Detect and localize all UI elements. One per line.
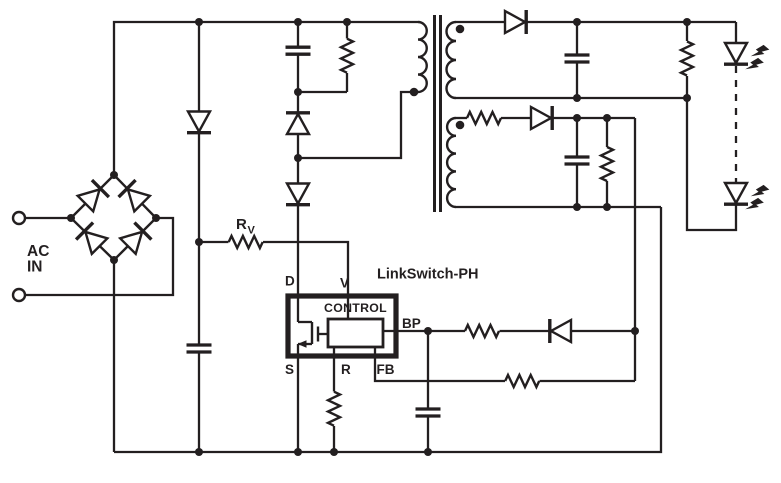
pin-label-s: S — [285, 362, 294, 377]
pin-label-fb: FB — [377, 362, 395, 377]
bus-series-diode — [185, 109, 213, 135]
output-rectifier-diode — [503, 8, 528, 36]
clamp-capacitor — [283, 45, 313, 56]
bias-winding — [445, 116, 457, 209]
bridge-rectifier — [74, 178, 154, 257]
ac-in-label-line2: IN — [27, 259, 43, 276]
bp-supply-resistor — [463, 323, 501, 339]
ac-terminal-bottom — [11, 287, 27, 303]
labels: AC IN R V LinkSwitch-PH D V S R BP FB — [27, 216, 479, 377]
clamp-resistor — [339, 37, 355, 74]
ic-outline — [285, 293, 399, 359]
bp-capacitor — [413, 407, 443, 418]
mosfet-symbol — [297, 320, 328, 348]
control-label: CONTROL — [324, 301, 387, 315]
led-string — [722, 41, 770, 216]
ic-linkswitch-ph: CONTROL — [285, 293, 399, 359]
ac-terminal-top — [11, 210, 27, 226]
primary-winding — [417, 20, 428, 94]
ic-title: LinkSwitch-PH — [377, 267, 479, 283]
secondary-polarity-dot — [455, 24, 465, 34]
line-sense-resistor-rv — [227, 234, 264, 250]
transformer — [409, 15, 465, 212]
bias-series-resistor — [465, 110, 503, 126]
pin-label-v: V — [340, 276, 349, 291]
output-capacitor — [562, 53, 592, 64]
junction-dots — [67, 18, 691, 456]
bp-supply-diode — [548, 317, 573, 345]
rv-label: R — [236, 216, 247, 233]
ac-in-label-line1: AC — [27, 243, 49, 260]
r-pin-resistor — [326, 390, 342, 427]
bulk-capacitor — [184, 343, 214, 354]
rv-label-subscript: V — [248, 225, 256, 237]
pin-label-r: R — [341, 362, 351, 377]
led-2 — [722, 181, 750, 206]
ac-input-terminals — [11, 210, 27, 303]
series-blocking-diode — [284, 181, 312, 207]
output-load-resistor — [679, 40, 695, 77]
mosfet-source-arrow — [297, 340, 307, 348]
clamp-diode — [284, 111, 312, 136]
bias-filter-capacitor — [562, 155, 592, 166]
control-block — [326, 317, 385, 349]
feedback-resistor — [504, 373, 541, 389]
led-1 — [722, 41, 750, 66]
primary-polarity-dot — [409, 87, 419, 97]
pin-label-bp: BP — [402, 316, 421, 331]
pin-label-d: D — [285, 274, 295, 289]
bias-shunt-resistor — [599, 145, 615, 183]
bias-rectifier-diode — [529, 104, 554, 132]
secondary-winding — [445, 20, 457, 100]
bias-polarity-dot — [455, 120, 465, 130]
